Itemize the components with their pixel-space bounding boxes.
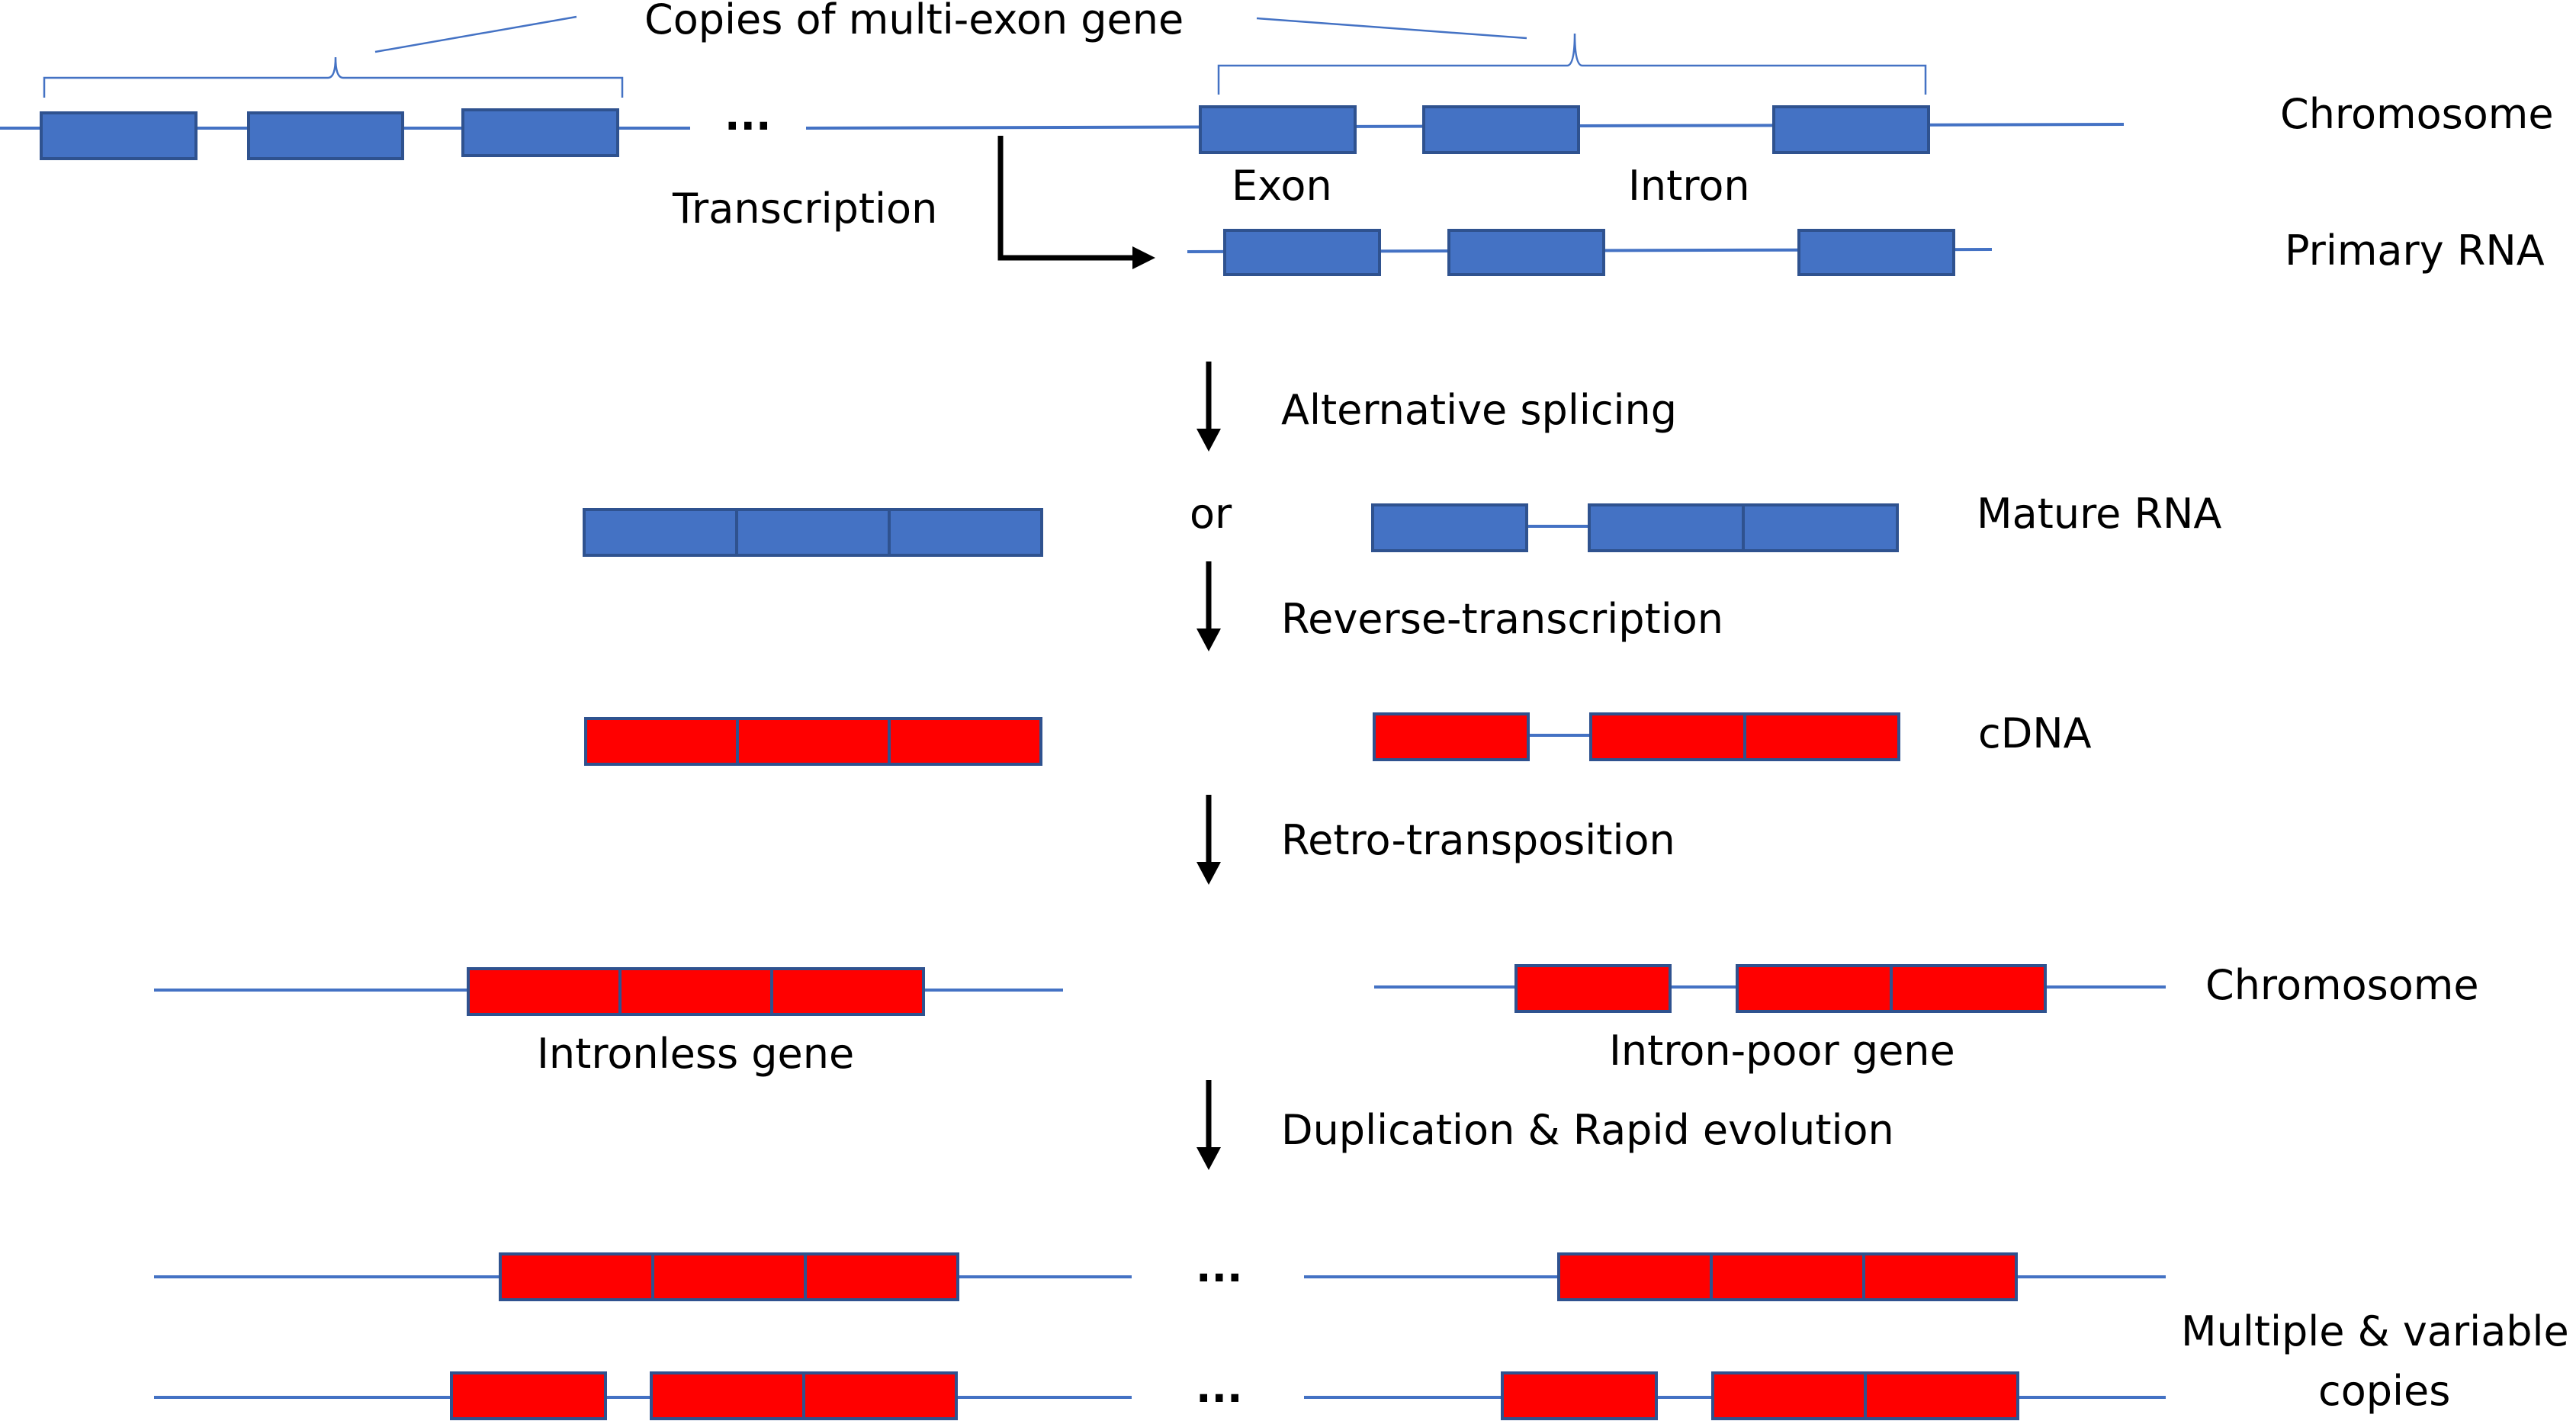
retro-transposition-arrow (1196, 795, 1221, 885)
cdna-block (1589, 712, 1746, 761)
exon-block (1223, 229, 1381, 276)
exon-block (1772, 105, 1930, 154)
copies-of-multi-exon-gene-label: Copies of multi-exon gene (644, 0, 1184, 43)
copy-block (1864, 1371, 2019, 1420)
exon-block (1447, 229, 1605, 276)
cdna-block (888, 717, 1042, 766)
cdna-block (1373, 712, 1530, 761)
exon-block (461, 108, 619, 157)
retro-transposition-arrowhead (1196, 862, 1221, 885)
exon-block (1199, 105, 1357, 154)
copy-block (1501, 1371, 1658, 1420)
exon-block (888, 508, 1043, 557)
copy-block (1710, 1252, 1865, 1301)
ellipsis-top: ... (724, 92, 772, 140)
duplication-arrow (1196, 1080, 1221, 1170)
intronless-gene-block (467, 967, 622, 1016)
exon-block (735, 508, 891, 557)
duplicated-copies-row-2 (154, 1371, 2166, 1420)
transcription-arrowhead (1132, 246, 1155, 269)
chromosome-top-label: Chromosome (2280, 90, 2554, 138)
intron-poor-gene-block (1736, 964, 1893, 1013)
copy-block (1862, 1252, 2018, 1301)
ellipsis-row-2: ... (1196, 1364, 1243, 1412)
cdna-row (584, 712, 1900, 766)
exon-block (1371, 503, 1528, 552)
copy-block (650, 1371, 805, 1420)
mature-rna-row (583, 503, 1899, 557)
transcription-arrow-path (997, 136, 1140, 261)
alternative-splicing-arrow (1196, 362, 1221, 452)
intronless-gene-block (770, 967, 925, 1016)
exon-block (247, 111, 404, 160)
duplicated-copies-row-1 (154, 1252, 2166, 1301)
reverse-transcription-arrowhead (1196, 629, 1221, 651)
retrogene-chromosome-row (154, 964, 2166, 1016)
exon-block (40, 111, 198, 160)
intronless-gene-block (618, 967, 773, 1016)
intron-poor-gene-block (1890, 964, 2047, 1013)
transcription-arrow (997, 136, 1155, 269)
or-label: or (1190, 490, 1232, 538)
exon-label: Exon (1232, 162, 1332, 210)
gene-copy-braces (43, 15, 1927, 98)
multiple-variable-label: Multiple & variable (2181, 1307, 2569, 1355)
copy-block (499, 1252, 654, 1301)
exon-block (1422, 105, 1580, 154)
intronless-gene-label: Intronless gene (537, 1030, 854, 1078)
exon-block (583, 508, 738, 557)
alternative-splicing-arrowhead (1196, 429, 1221, 452)
exon-block (1797, 229, 1955, 276)
copy-block (651, 1252, 807, 1301)
duplication-arrowhead (1196, 1147, 1221, 1170)
transcription-label: Transcription (672, 185, 937, 233)
copy-block (1711, 1371, 1867, 1420)
cdna-label: cDNA (1978, 709, 2092, 757)
reverse-transcription-label: Reverse-transcription (1281, 595, 1723, 643)
copy-block (450, 1371, 607, 1420)
chromosome-top-row (0, 105, 2125, 160)
primary-rna-label: Primary RNA (2285, 227, 2545, 275)
cdna-block (1743, 712, 1900, 761)
exon-block (1588, 503, 1745, 552)
brace-left (43, 56, 624, 98)
brace-pointer-right (1256, 17, 1527, 40)
intron-label: Intron (1628, 162, 1750, 210)
mature-rna-label: Mature RNA (1977, 490, 2221, 538)
copy-block (804, 1252, 959, 1301)
brace-pointer-left (374, 15, 577, 53)
brace-right (1217, 33, 1927, 95)
primary-rna-row (1187, 229, 1993, 276)
copy-block (1557, 1252, 1713, 1301)
copy-block (802, 1371, 958, 1420)
intron-poor-gene-block (1514, 964, 1672, 1013)
reverse-transcription-arrow (1196, 561, 1221, 651)
retro-transposition-label: Retro-transposition (1281, 816, 1675, 864)
alternative-splicing-label: Alternative splicing (1281, 386, 1677, 434)
ellipsis-row-1: ... (1196, 1243, 1243, 1291)
exon-block (1742, 503, 1899, 552)
intron-poor-gene-label: Intron-poor gene (1609, 1027, 1955, 1075)
chromosome-mid-label: Chromosome (2205, 961, 2479, 1009)
cdna-block (736, 717, 891, 766)
copies-label: copies (2318, 1367, 2450, 1415)
cdna-block (584, 717, 739, 766)
duplication-rapid-evolution-label: Duplication & Rapid evolution (1281, 1106, 1894, 1154)
